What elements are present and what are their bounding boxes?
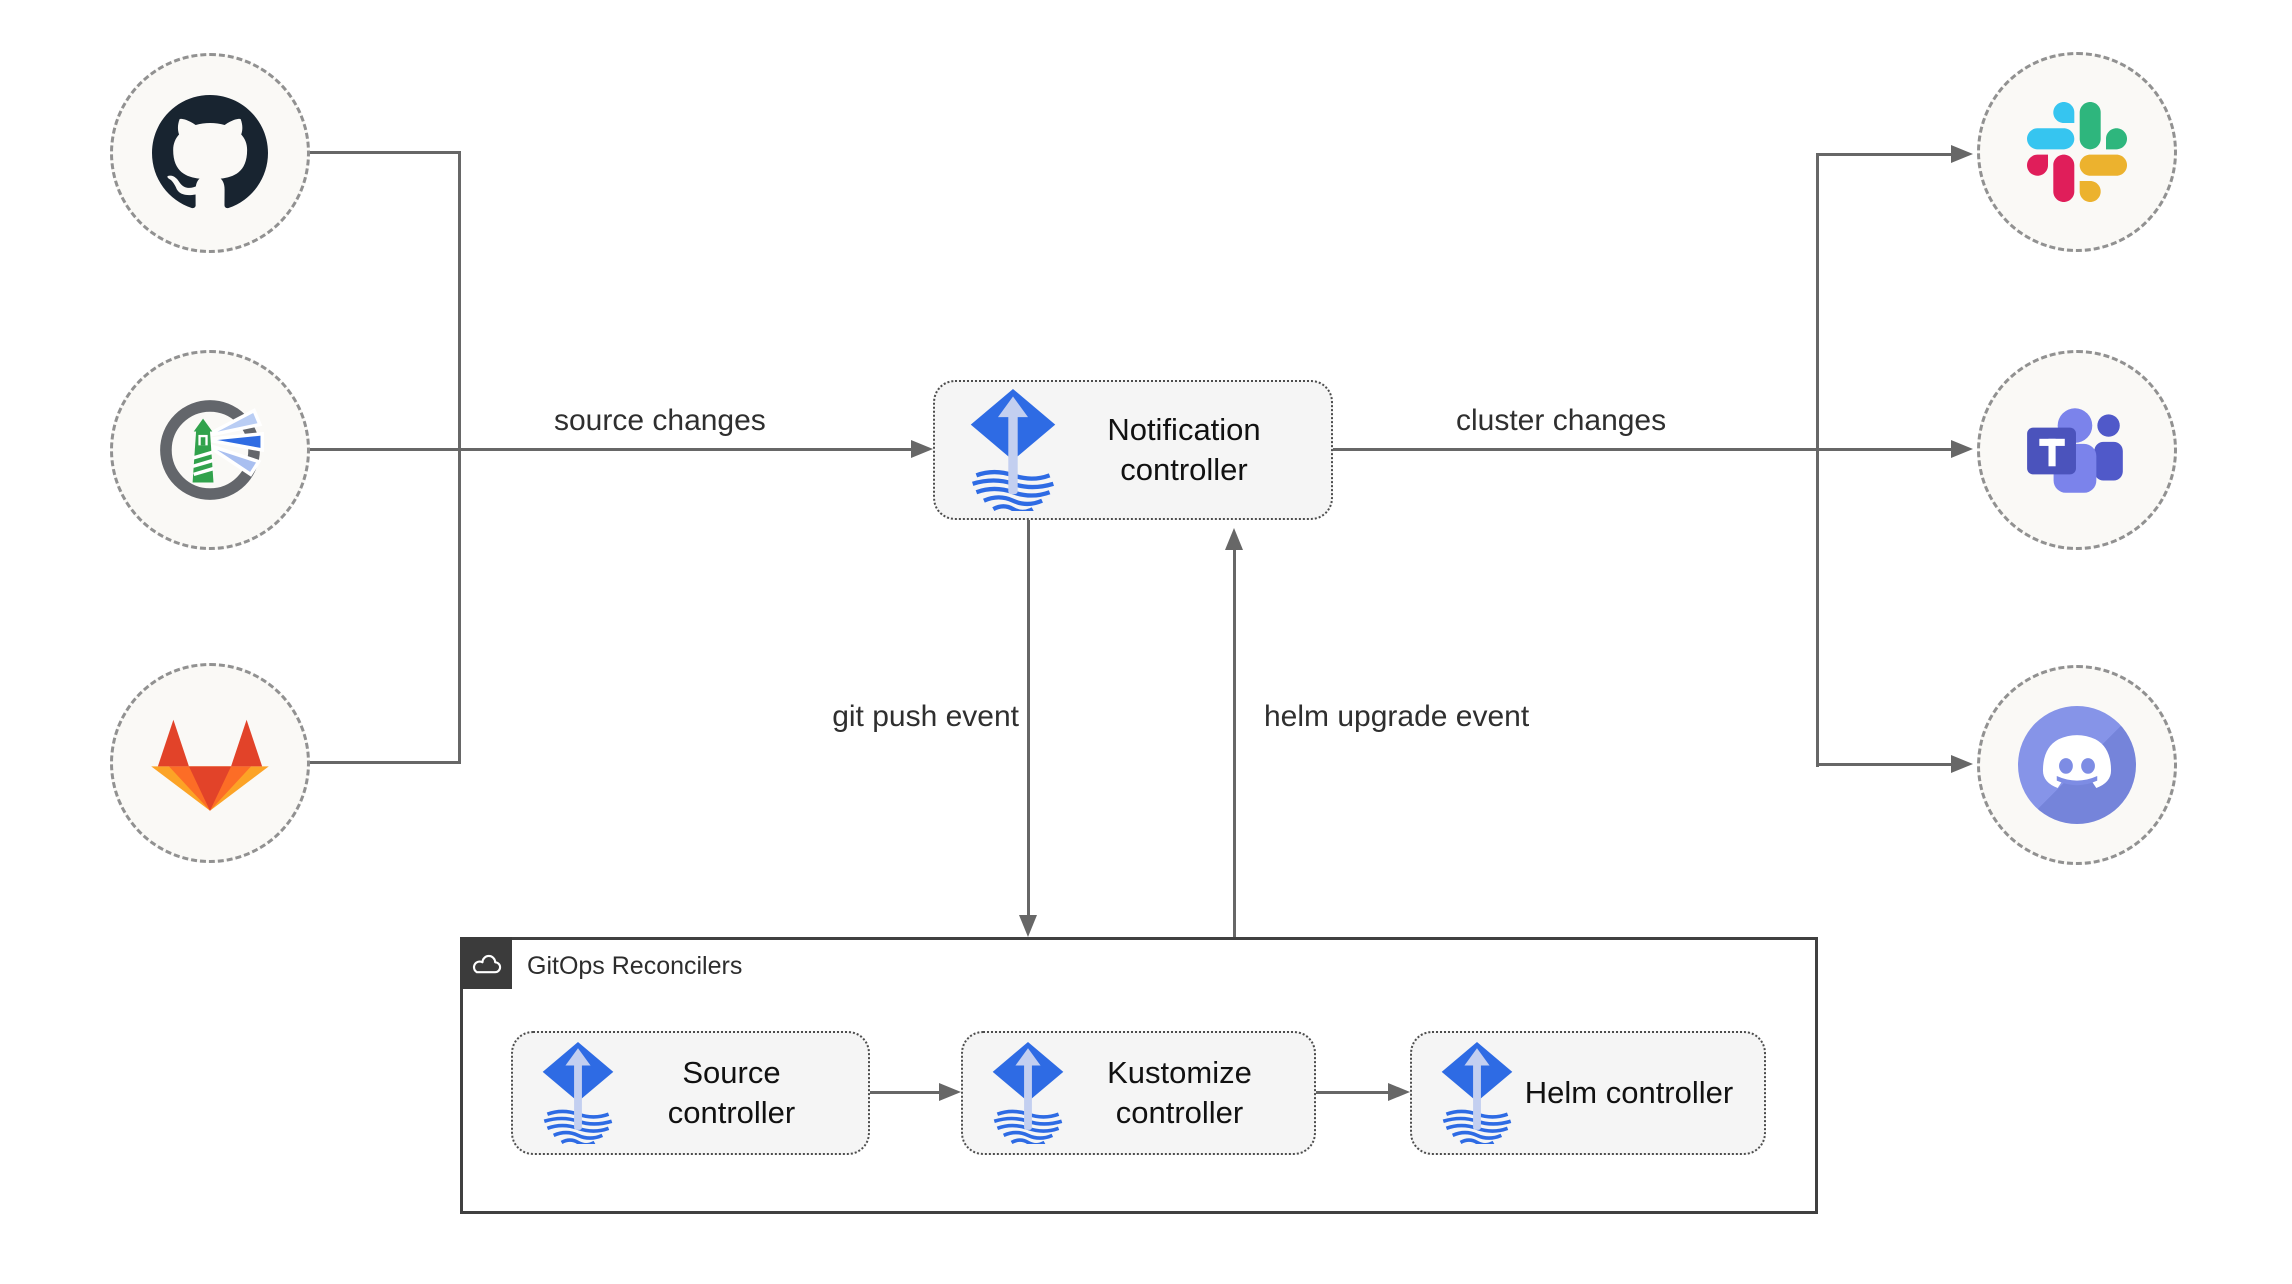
edge-sources-merge — [458, 151, 461, 764]
arrowhead-into-kustomize — [939, 1083, 961, 1101]
edge-label-git-push-event: git push event — [832, 700, 1019, 733]
edge-gitlab-join — [310, 761, 460, 764]
cloud-icon — [472, 954, 502, 974]
slack-icon — [2027, 102, 2127, 202]
flux-icon — [1441, 1042, 1513, 1144]
helm-controller-node: Helm controller — [1410, 1031, 1766, 1155]
edge-label-helm-upgrade-event: helm upgrade event — [1264, 700, 1530, 733]
edge-label-source-changes: source changes — [548, 404, 772, 438]
edge-source-to-kustomize — [870, 1091, 941, 1094]
edge-github-join — [310, 151, 460, 154]
arrowhead-into-discord — [1951, 755, 1973, 773]
harbor-icon — [160, 400, 264, 500]
edge-git-push-event — [1027, 520, 1030, 917]
edge-label-cluster-changes: cluster changes — [1450, 404, 1673, 438]
node-harbor — [110, 350, 310, 550]
notification-controller-label: Notification controller — [1107, 411, 1261, 487]
gitops-reconcilers-title: GitOps Reconcilers — [527, 952, 743, 980]
node-github — [110, 53, 310, 253]
arrowhead-into-helm — [1388, 1083, 1410, 1101]
node-gitlab — [110, 663, 310, 863]
node-teams — [1977, 350, 2177, 550]
helm-controller-label: Helm controller — [1524, 1074, 1734, 1110]
cloud-badge — [460, 937, 512, 989]
arrowhead-into-slack — [1951, 145, 1973, 163]
arrowhead-into-notification-bottom — [1225, 528, 1243, 550]
gitops-reconcilers-group: GitOps Reconcilers Source controller — [460, 937, 1818, 1214]
arrowhead-into-reconcilers — [1019, 915, 1037, 937]
edge-kustomize-to-helm — [1316, 1091, 1390, 1094]
kustomize-controller-label: Kustomize controller — [1107, 1054, 1252, 1130]
node-slack — [1977, 52, 2177, 252]
edge-to-slack — [1818, 153, 1951, 156]
node-discord — [1977, 665, 2177, 865]
flux-icon — [542, 1042, 614, 1144]
flux-icon — [970, 389, 1056, 511]
kustomize-controller-node: Kustomize controller — [961, 1031, 1316, 1155]
github-icon — [152, 95, 268, 209]
discord-icon — [2018, 706, 2136, 824]
edge-notifiers-split — [1816, 153, 1819, 767]
arrowhead-into-teams — [1951, 440, 1973, 458]
edge-helm-upgrade-event — [1233, 548, 1236, 937]
flux-icon — [992, 1042, 1064, 1144]
notification-controller-node: Notification controller — [933, 380, 1333, 520]
source-controller-label: Source controller — [667, 1054, 796, 1130]
arrowhead-into-notification-left — [911, 440, 933, 458]
edge-to-discord — [1818, 763, 1951, 766]
edge-cluster-changes — [1333, 448, 1953, 451]
edge-source-changes — [310, 448, 913, 451]
teams-icon — [2027, 408, 2123, 493]
gitlab-icon — [151, 719, 269, 811]
source-controller-node: Source controller — [511, 1031, 870, 1155]
